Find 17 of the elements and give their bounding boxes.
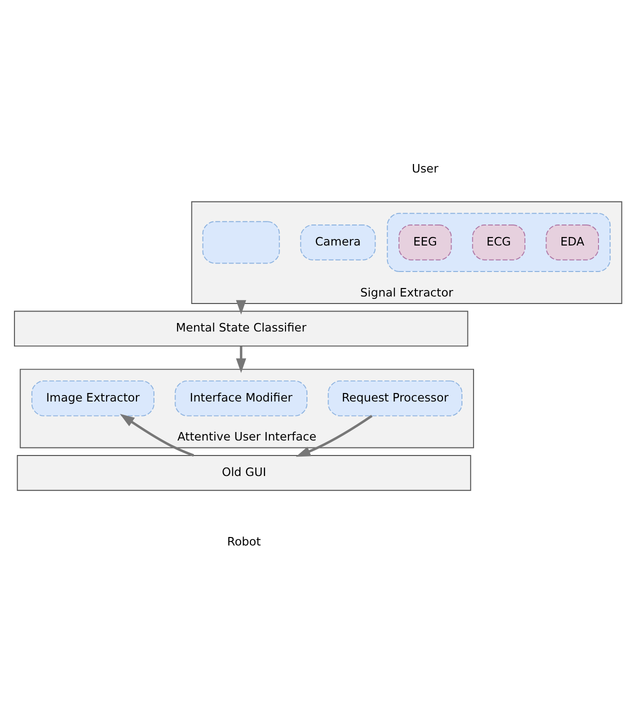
node-box: EEG: [398, 224, 452, 260]
arrow: [296, 414, 373, 457]
arrow: [120, 414, 194, 457]
arrow: [236, 346, 246, 373]
node-box: Request Processor: [328, 380, 462, 416]
node-box: EDA: [546, 224, 599, 260]
cluster: [386, 212, 611, 272]
node-box: Mental State Classifier: [14, 310, 468, 347]
node-box: Camera: [300, 224, 376, 260]
node-box: Image Extractor: [31, 380, 154, 416]
node-box: Old GUI: [16, 455, 472, 491]
label: User: [412, 161, 438, 176]
node-box: [202, 221, 280, 264]
label: Robot: [227, 534, 261, 549]
arrow: [236, 300, 246, 315]
node-box: Interface Modifier: [174, 380, 308, 416]
node-box: ECG: [472, 224, 526, 260]
